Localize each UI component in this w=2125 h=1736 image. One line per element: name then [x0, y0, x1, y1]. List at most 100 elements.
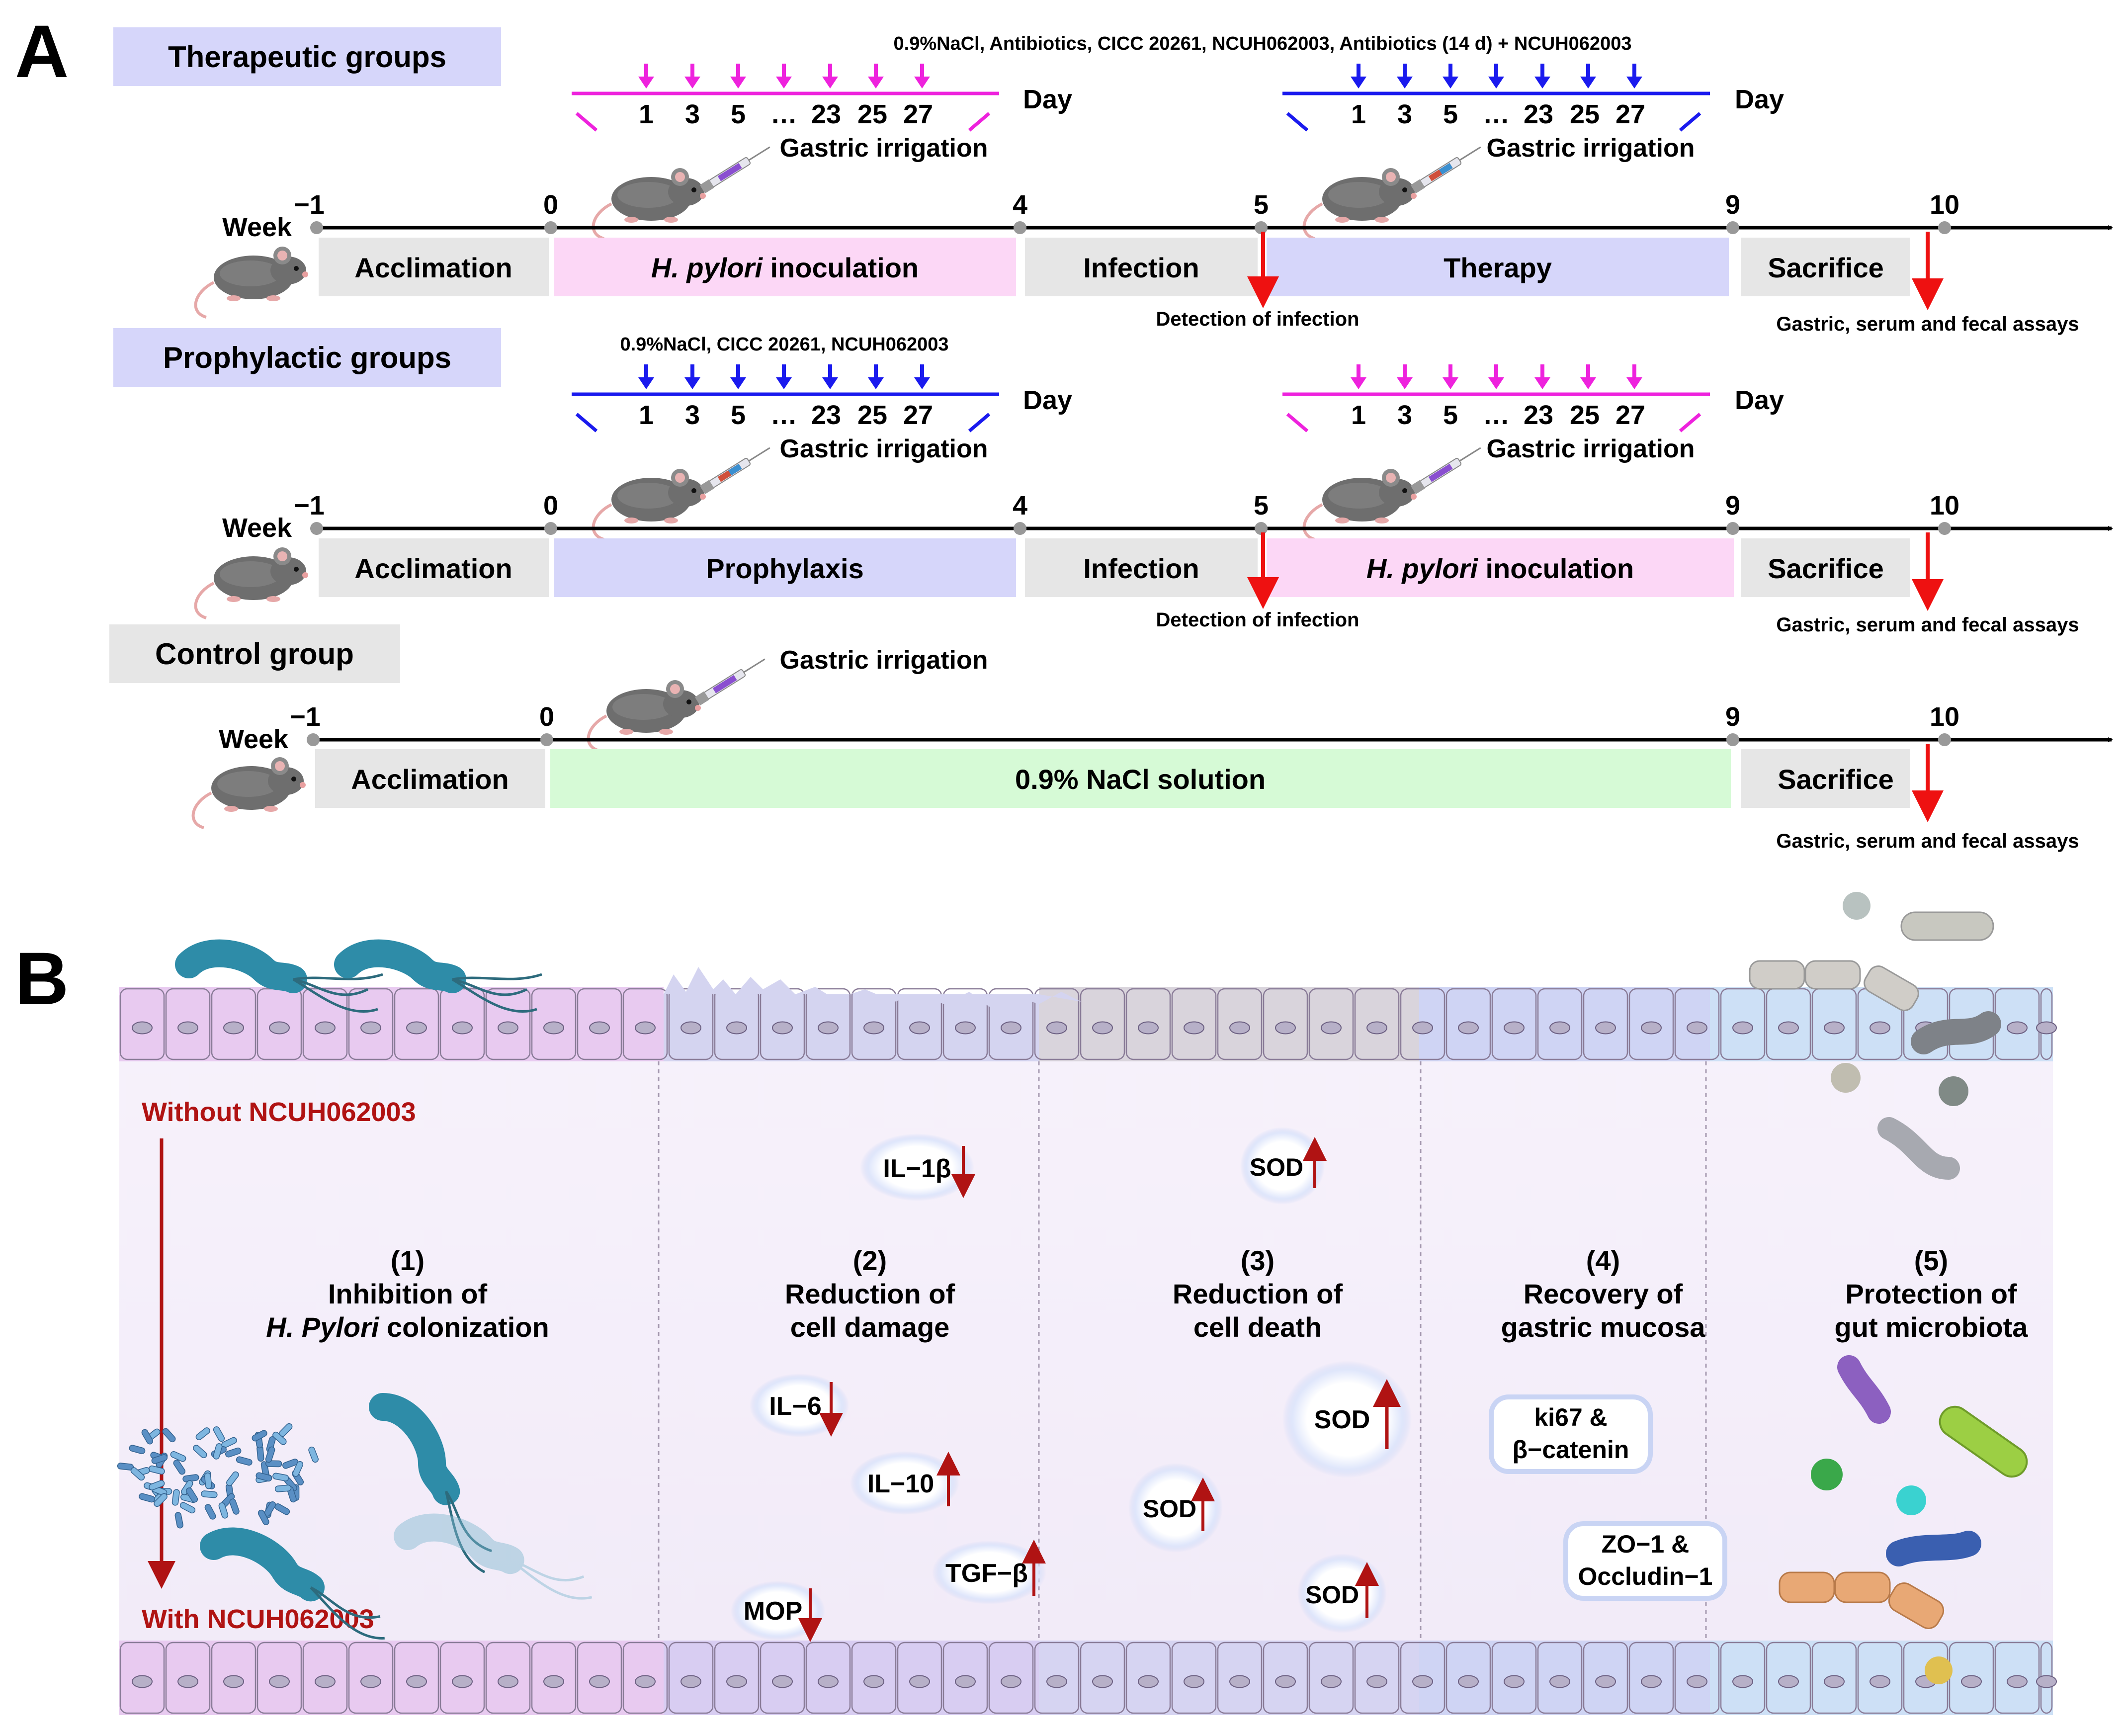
marker-sod: SOD: [1240, 1127, 1327, 1205]
gastric-irrigation-label: Gastric irrigation: [1487, 434, 1695, 463]
cell-nucleus: [1001, 1675, 1021, 1688]
cell-nucleus: [2036, 1675, 2057, 1688]
marker-tgfb: TGF−β: [932, 1540, 1046, 1604]
mouse-icon: [196, 247, 308, 317]
tick-dot: [1726, 522, 1739, 535]
hpylori-bacterium: [200, 1527, 385, 1640]
day-number: 5: [731, 400, 746, 430]
panel-a-letter: A: [15, 9, 69, 93]
tick-dot: [544, 221, 557, 234]
tick-dot: [1726, 221, 1739, 234]
eroded-surface: [664, 967, 1081, 1007]
stage-label: Sacrifice: [1768, 252, 1884, 283]
epithelial-cell: [897, 988, 942, 1060]
cell-nucleus: [1641, 1021, 1662, 1035]
section-4-caption: (4) Recovery of gastric mucosa: [1501, 1245, 1706, 1343]
day-number: 23: [1524, 99, 1553, 129]
epithelial-cell: [1445, 988, 1491, 1060]
bottom-cell-row: [119, 1642, 2057, 1714]
day-number: 27: [1615, 400, 1645, 430]
section-title-line1: Inhibition of: [328, 1278, 488, 1309]
schedule-day-numbers: 1 3 5 … 23 25 27: [639, 400, 933, 430]
epithelial-cell: [942, 988, 988, 1060]
gastric-irrigation-label: Gastric irrigation: [780, 134, 988, 163]
stage-label: Sacrifice: [1768, 553, 1884, 584]
marker-label: SOD: [1305, 1581, 1359, 1609]
mouse-icon: [196, 547, 308, 618]
microbe-coccus: [1831, 1063, 1861, 1093]
epithelial-cell: [1720, 988, 1766, 1060]
day-number: 23: [811, 99, 841, 129]
cell-nucleus: [772, 1675, 793, 1688]
microbe-curved: [1911, 1011, 2001, 1054]
stage-label: Prophylaxis: [706, 553, 863, 584]
detection-label: Detection of infection: [1156, 609, 1360, 631]
tick-label: 0: [543, 491, 558, 521]
cell-nucleus: [543, 1021, 564, 1035]
day-number: …: [770, 99, 797, 129]
timeline-ticks: −1 0 4 5 9 10: [294, 491, 1959, 535]
control-title: Control group: [155, 637, 354, 671]
cell-nucleus: [680, 1675, 701, 1688]
probiotic-rod: [154, 1493, 168, 1507]
epithelial-cell: [394, 988, 439, 1060]
section-title-line1: Reduction of: [1173, 1278, 1343, 1309]
dose-arrow-head: [1443, 377, 1458, 389]
hpylori-bacterium: [175, 939, 383, 1013]
cell-nucleus: [1138, 1675, 1159, 1688]
probiotic-rod: [229, 1498, 240, 1515]
hpylori-italic: H. pylori: [651, 252, 763, 283]
epithelial-cell: [1583, 1642, 1628, 1714]
epithelial-cell: [119, 1642, 165, 1714]
cell-nucleus: [1275, 1675, 1296, 1688]
cell-nucleus: [1778, 1675, 1799, 1688]
epithelial-cell: [348, 988, 394, 1060]
dose-arrow-head: [914, 377, 930, 389]
section-number: (5): [1914, 1245, 1948, 1276]
microbe-rod: [1864, 965, 1919, 1011]
assays-label: Gastric, serum and fecal assays: [1776, 614, 2079, 636]
tick-label: 0: [539, 702, 554, 732]
marker-sod: SOD: [1282, 1361, 1412, 1478]
cell-nucleus: [1092, 1021, 1113, 1035]
epithelial-cell: [622, 988, 668, 1060]
therapeutic-section: Therapeutic groups 0.9%NaCl, Antibiotics…: [113, 27, 2113, 335]
cell-nucleus: [1046, 1675, 1067, 1688]
tick-label: 10: [1930, 491, 1959, 521]
cell-nucleus: [315, 1021, 336, 1035]
probiotic-rod: [282, 1459, 299, 1469]
microbe-coccus: [1896, 1485, 1926, 1515]
probiotic-rod: [308, 1446, 319, 1463]
probiotic-rod: [272, 1431, 287, 1445]
microbe-coccus: [1843, 892, 1870, 920]
syringe-icon: [1410, 442, 1484, 495]
cell-nucleus: [635, 1675, 656, 1688]
cell-nucleus: [498, 1675, 518, 1688]
tick-dot: [1938, 522, 1951, 535]
stage-label: Infection: [1083, 252, 1199, 283]
cell-nucleus: [680, 1021, 701, 1035]
cell-nucleus: [2036, 1021, 2057, 1035]
cell-strip-eroded: [664, 994, 1039, 1061]
cell-nucleus: [909, 1021, 930, 1035]
epithelial-cell: [211, 988, 256, 1060]
epithelial-cell: [1217, 988, 1263, 1060]
dose-arrow-head: [1397, 377, 1413, 389]
section-title-line1: Recovery of: [1524, 1278, 1683, 1309]
day-number: 3: [685, 400, 700, 430]
epithelial-cell: [805, 988, 851, 1060]
epithelial-cell: [1537, 1642, 1583, 1714]
day-number: 25: [1570, 400, 1600, 430]
section-title-line2: gastric mucosa: [1501, 1311, 1706, 1343]
tick-dot: [1938, 733, 1951, 746]
probiotic-rod: [255, 1472, 272, 1482]
dose-arrow-head: [1351, 77, 1366, 88]
schedule-day-numbers: 1 3 5 … 23 25 27: [1351, 400, 1645, 430]
epithelial-cell: [897, 1642, 942, 1714]
schedule-bracket: [1286, 413, 1309, 433]
marker-zo1-box: ZO−1 & Occludin−1: [1563, 1521, 1727, 1601]
epithelial-cell: [165, 988, 211, 1060]
tick-dot: [1014, 221, 1026, 234]
dose-arrow-head: [1580, 77, 1596, 88]
epithelial-cell: [1125, 988, 1171, 1060]
